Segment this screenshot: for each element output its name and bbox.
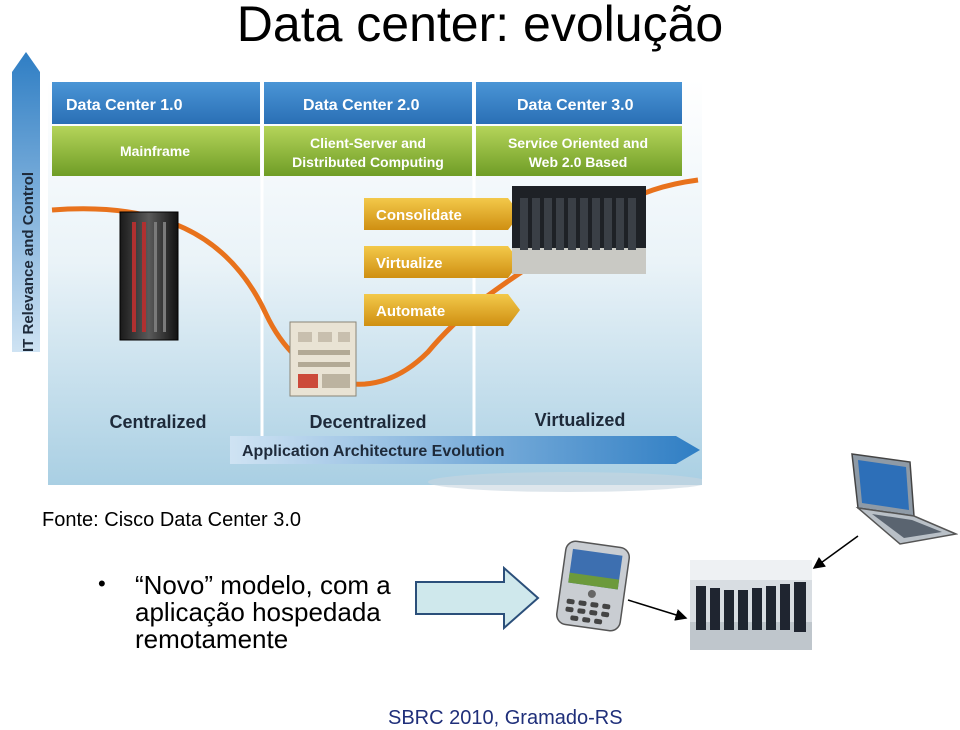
x-axis-label: Application Architecture Evolution <box>242 443 505 460</box>
footer-text: SBRC 2010, Gramado-RS <box>388 707 623 729</box>
y-axis-label: IT Relevance and Control <box>20 172 37 352</box>
column-header-3: Data Center 3.0 <box>517 97 634 114</box>
column-header-1: Data Center 1.0 <box>66 97 183 114</box>
column-header-2: Data Center 2.0 <box>303 97 420 114</box>
connector-lines <box>627 535 859 621</box>
y-axis-arrow <box>12 52 40 352</box>
step-label: Virtualize <box>376 255 442 272</box>
header-band-2 <box>264 82 472 124</box>
step-label: Consolidate <box>376 207 462 224</box>
model-label-2b: Distributed Computing <box>292 154 444 170</box>
evolution-diagram: Data Center 1.0 Data Center 2.0 Data Cen… <box>12 52 702 492</box>
mainframe-icon <box>119 211 179 341</box>
data-center-photo <box>512 186 646 274</box>
model-band-1 <box>52 126 260 176</box>
step-virtualize: Virtualize <box>364 246 520 278</box>
smartphone-icon <box>556 540 630 632</box>
model-label-3a: Service Oriented and <box>508 135 648 151</box>
bullet-text: “Novo” modelo, com a aplicação hospedada… <box>135 570 391 654</box>
header-band-1 <box>52 82 260 124</box>
datacenter-photo-icon <box>690 560 812 650</box>
model-band-3 <box>476 126 682 176</box>
step-label: Automate <box>376 303 445 320</box>
right-arrow-icon <box>415 566 540 630</box>
diagram-shadow <box>428 472 702 492</box>
era-label-3: Virtualized <box>535 410 626 430</box>
slide-title: Data center: evolução <box>236 0 724 52</box>
connector-laptop-to-datacenter <box>812 535 859 569</box>
header-band-3 <box>476 82 682 124</box>
step-automate: Automate <box>364 294 520 326</box>
era-label-2: Decentralized <box>309 412 426 432</box>
era-label-1: Centralized <box>109 412 206 432</box>
step-consolidate: Consolidate <box>364 198 520 230</box>
bullet-marker: • <box>98 571 106 596</box>
model-label-1: Mainframe <box>120 143 190 159</box>
laptop-icon <box>851 453 958 545</box>
model-band-2 <box>264 126 472 176</box>
connector-phone-to-datacenter <box>627 599 688 621</box>
source-caption: Fonte: Cisco Data Center 3.0 <box>42 509 302 531</box>
x-axis-arrow <box>230 436 700 464</box>
model-label-3b: Web 2.0 Based <box>529 154 628 170</box>
server-cabinet-icon <box>289 321 357 397</box>
model-label-2a: Client-Server and <box>310 135 426 151</box>
